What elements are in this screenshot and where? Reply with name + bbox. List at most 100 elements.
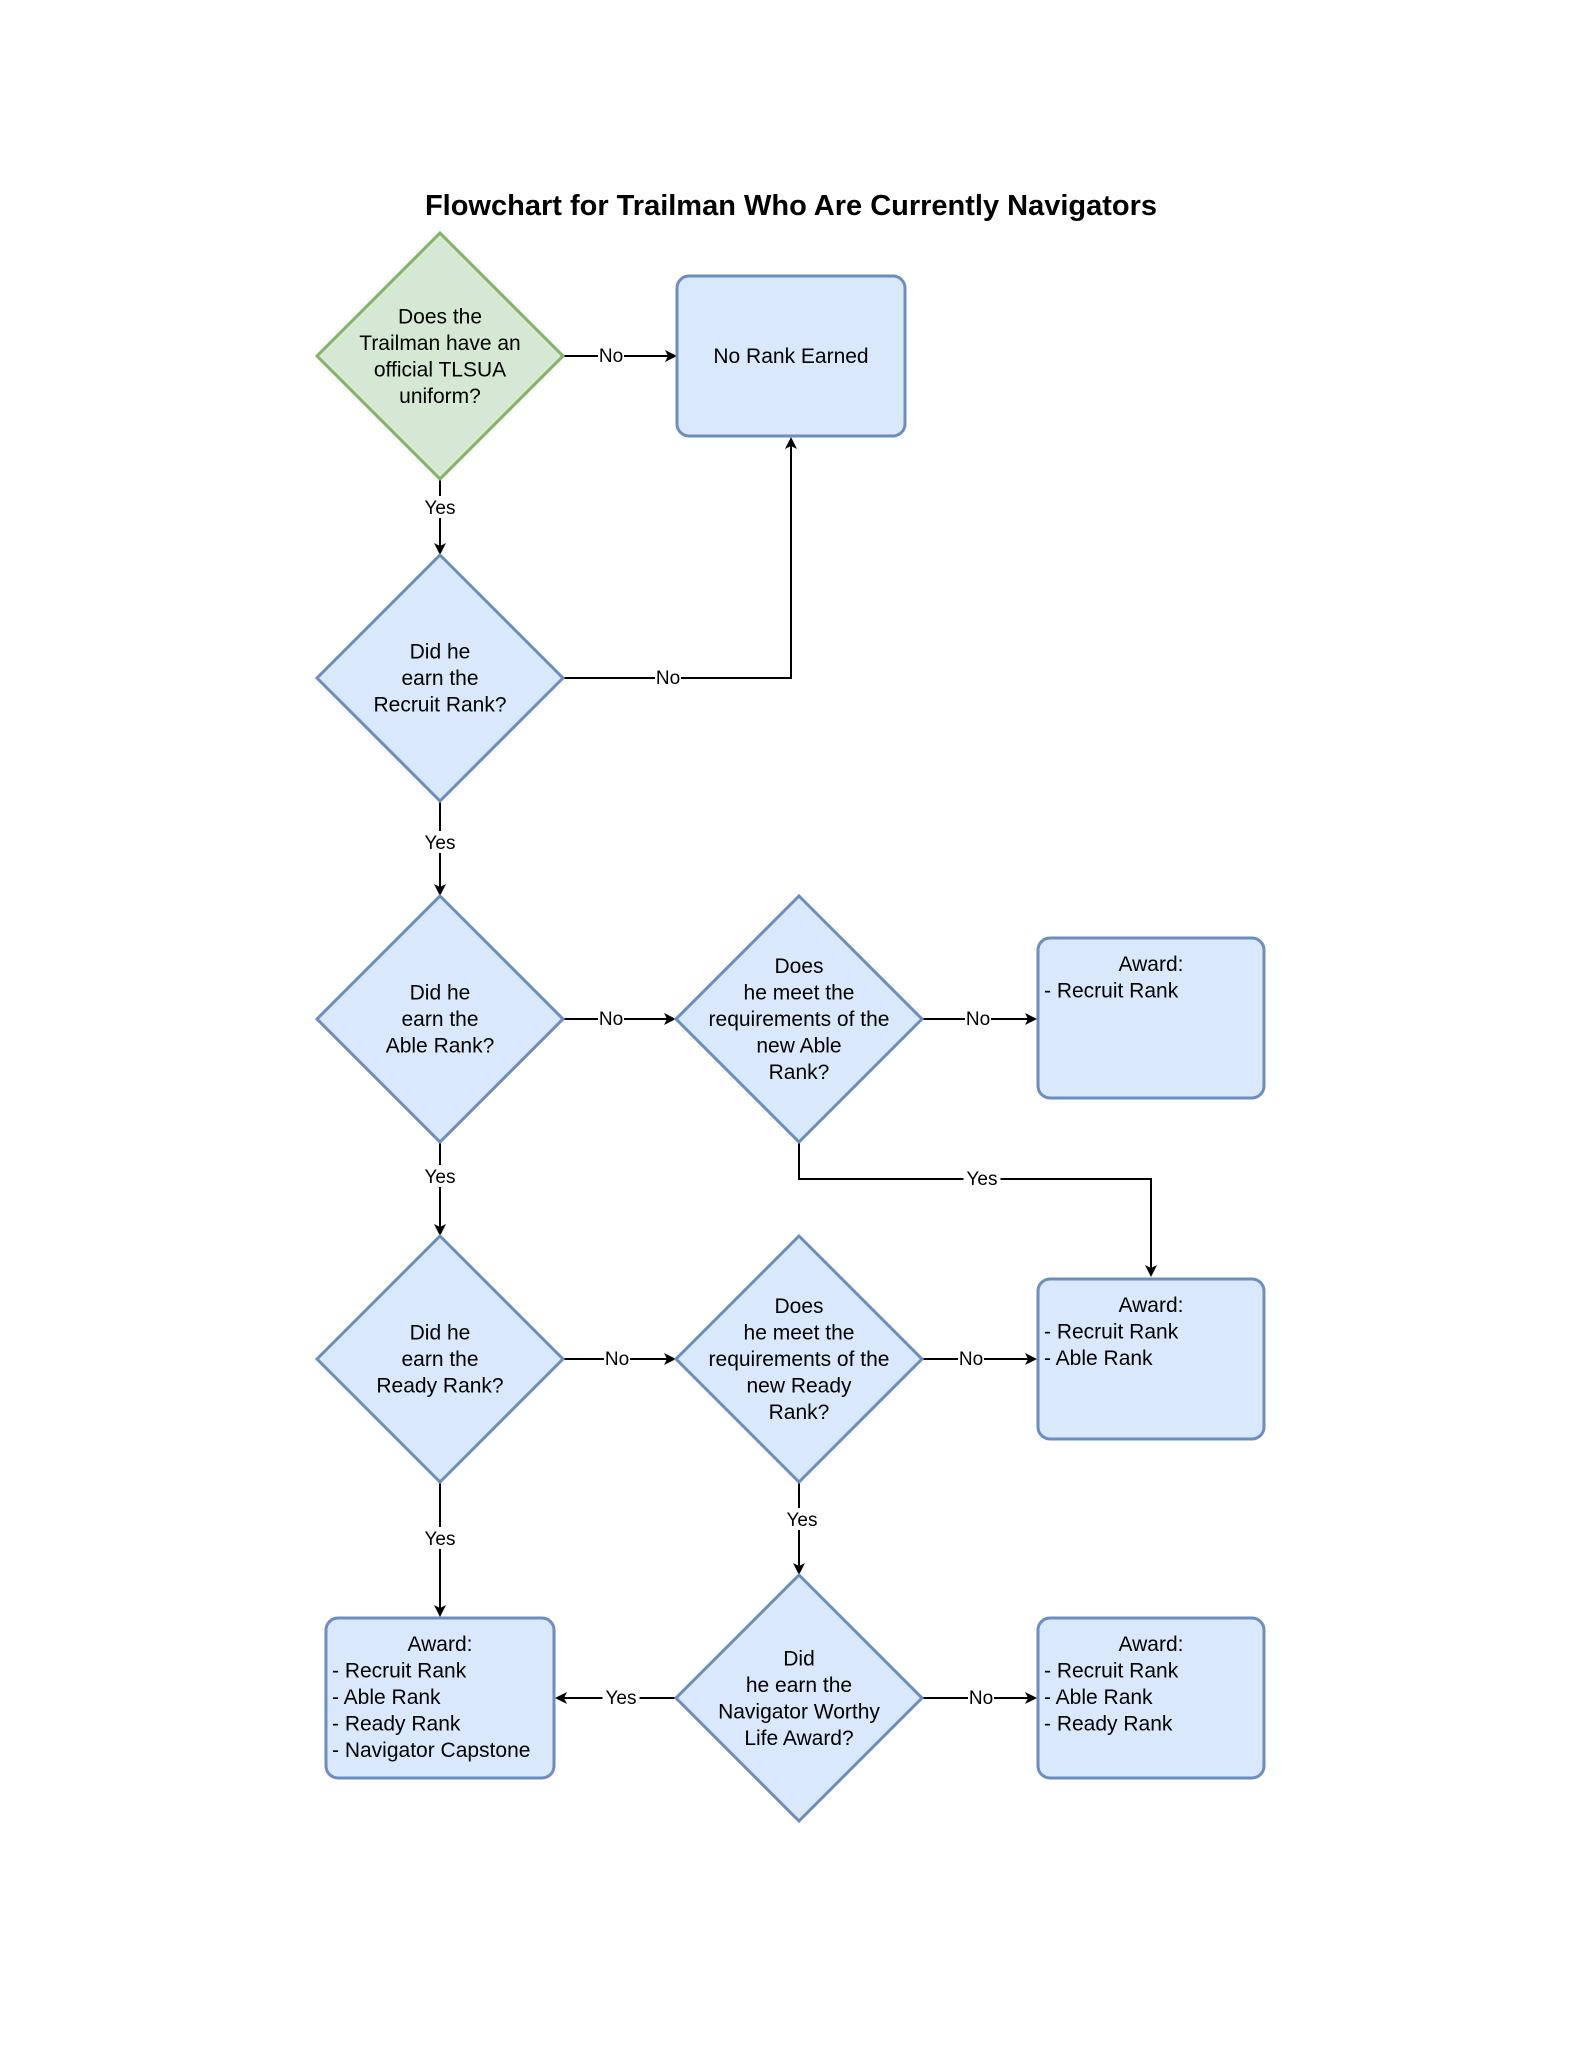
edge-label-bg — [421, 496, 459, 518]
award-item: - Recruit Rank — [332, 1660, 467, 1683]
node-text-line: Did he — [410, 1322, 471, 1345]
node-no-rank: No Rank Earned — [675, 274, 907, 438]
award-heading: Award: — [1119, 953, 1184, 976]
edge-label-meet-able-no: No — [966, 1009, 990, 1030]
award-item: - Navigator Capstone — [332, 1739, 530, 1762]
edge-label-able-yes: Yes — [425, 1167, 456, 1188]
edge-label-ready-no: No — [605, 1349, 629, 1370]
node-text-line: requirements of the — [709, 1008, 890, 1031]
decision-shape — [314, 230, 566, 482]
edge-label-bg — [598, 344, 624, 366]
node-text-line: Rank? — [769, 1061, 830, 1084]
edge-label-meet-ready-yes: Yes — [787, 1510, 818, 1531]
award-item: - Recruit Rank — [1044, 1321, 1179, 1344]
decision-shape — [673, 1233, 925, 1485]
process-shape — [1036, 1277, 1266, 1441]
award-item: - Able Rank — [1044, 1347, 1153, 1370]
edge-label-navigator-yes: Yes — [606, 1688, 637, 1709]
decision-shape — [673, 1572, 925, 1824]
node-text-line: Does — [774, 1295, 823, 1318]
node-award-all: Award: - Recruit Rank - Able Rank - Ready R… — [324, 1616, 556, 1780]
edge-label-bg — [602, 1686, 640, 1708]
process-shape — [1036, 1616, 1266, 1780]
award-item: - Recruit Rank — [1044, 1660, 1179, 1683]
edge-label-uniform-no: No — [599, 346, 623, 367]
edge-label-bg — [604, 1347, 630, 1369]
node-text-line: Life Award? — [744, 1727, 853, 1750]
process-shape — [675, 274, 907, 438]
node-text-line: new Ready — [746, 1375, 852, 1398]
node-text-line: he meet the — [744, 1322, 855, 1345]
edge-label-ready-yes: Yes — [425, 1529, 456, 1550]
node-award-recruit: Award: - Recruit Rank — [1036, 936, 1266, 1100]
award-item: - Recruit Rank — [1044, 980, 1179, 1003]
node-text-line: Did he — [410, 982, 471, 1005]
node-text-line: Does — [774, 955, 823, 978]
node-text-line: Recruit Rank? — [373, 694, 506, 717]
award-item: - Able Rank — [332, 1686, 441, 1709]
node-text-line: Did he — [410, 641, 471, 664]
edge-recruit-no — [563, 437, 797, 679]
decision-shape — [673, 893, 925, 1145]
node-text-line: Ready Rank? — [376, 1375, 503, 1398]
node-text-line: Did — [783, 1647, 815, 1670]
decision-shape — [314, 893, 566, 1145]
edge-label-recruit-yes: Yes — [425, 833, 456, 854]
node-award-recruit-able: Award: - Recruit Rank - Able Rank — [1036, 1277, 1266, 1441]
edge-label-recruit-no: No — [656, 668, 680, 689]
node-text-line: uniform? — [399, 385, 481, 408]
edge-meet-able-yes — [798, 1142, 1157, 1277]
decision-shape — [314, 1233, 566, 1485]
node-text-line: requirements of the — [709, 1348, 890, 1371]
edge-label-bg — [598, 1007, 624, 1029]
award-item: - Ready Rank — [332, 1713, 461, 1736]
node-text-line: earn the — [401, 667, 478, 690]
node-meet-ready: Does he meet the requirements of the new Re… — [673, 1233, 925, 1485]
node-text-line: he earn the — [746, 1674, 852, 1697]
decision-shape — [314, 552, 566, 804]
edge-label-bg — [968, 1686, 994, 1708]
edge-label-meet-able-yes: Yes — [967, 1169, 998, 1190]
edge-label-able-no: No — [599, 1009, 623, 1030]
diagram-title: Flowchart for Trailman Who Are Currently… — [425, 190, 1157, 222]
award-item: - Able Rank — [1044, 1686, 1153, 1709]
node-text-line: Does the — [398, 305, 482, 328]
edge-label-bg — [421, 1165, 459, 1187]
edge-label-bg — [965, 1007, 991, 1029]
process-shape — [324, 1616, 556, 1780]
award-heading: Award: — [1119, 1294, 1184, 1317]
edge-label-bg — [958, 1347, 984, 1369]
edge-label-bg — [421, 831, 459, 853]
edge-label-bg — [783, 1508, 821, 1530]
award-item: - Ready Rank — [1044, 1713, 1173, 1736]
node-text-line: earn the — [401, 1008, 478, 1031]
node-text-line: new Able — [756, 1035, 841, 1058]
edge-label-meet-ready-no: No — [959, 1349, 983, 1370]
award-heading: Award: — [408, 1633, 473, 1656]
node-text-line: Trailman have an — [359, 332, 520, 355]
node-text-line: No Rank Earned — [713, 345, 868, 368]
edge-label-uniform-yes: Yes — [425, 498, 456, 519]
edge-label-bg — [963, 1167, 1001, 1189]
node-text-line: Able Rank? — [386, 1035, 495, 1058]
edge-label-bg — [655, 666, 681, 688]
node-text-line: Navigator Worthy — [718, 1700, 880, 1723]
edge-label-navigator-no: No — [969, 1688, 993, 1709]
process-shape — [1036, 936, 1266, 1100]
node-text-line: he meet the — [744, 982, 855, 1005]
award-heading: Award: — [1119, 1633, 1184, 1656]
edge-label-bg — [421, 1527, 459, 1549]
node-text-line: earn the — [401, 1348, 478, 1371]
node-text-line: Rank? — [769, 1401, 830, 1424]
node-meet-able: Does he meet the requirements of the new Ab… — [673, 893, 925, 1145]
node-award-recruit-able-ready: Award: - Recruit Rank - Able Rank - Ready R… — [1036, 1616, 1266, 1780]
node-text-line: official TLSUA — [374, 358, 506, 381]
